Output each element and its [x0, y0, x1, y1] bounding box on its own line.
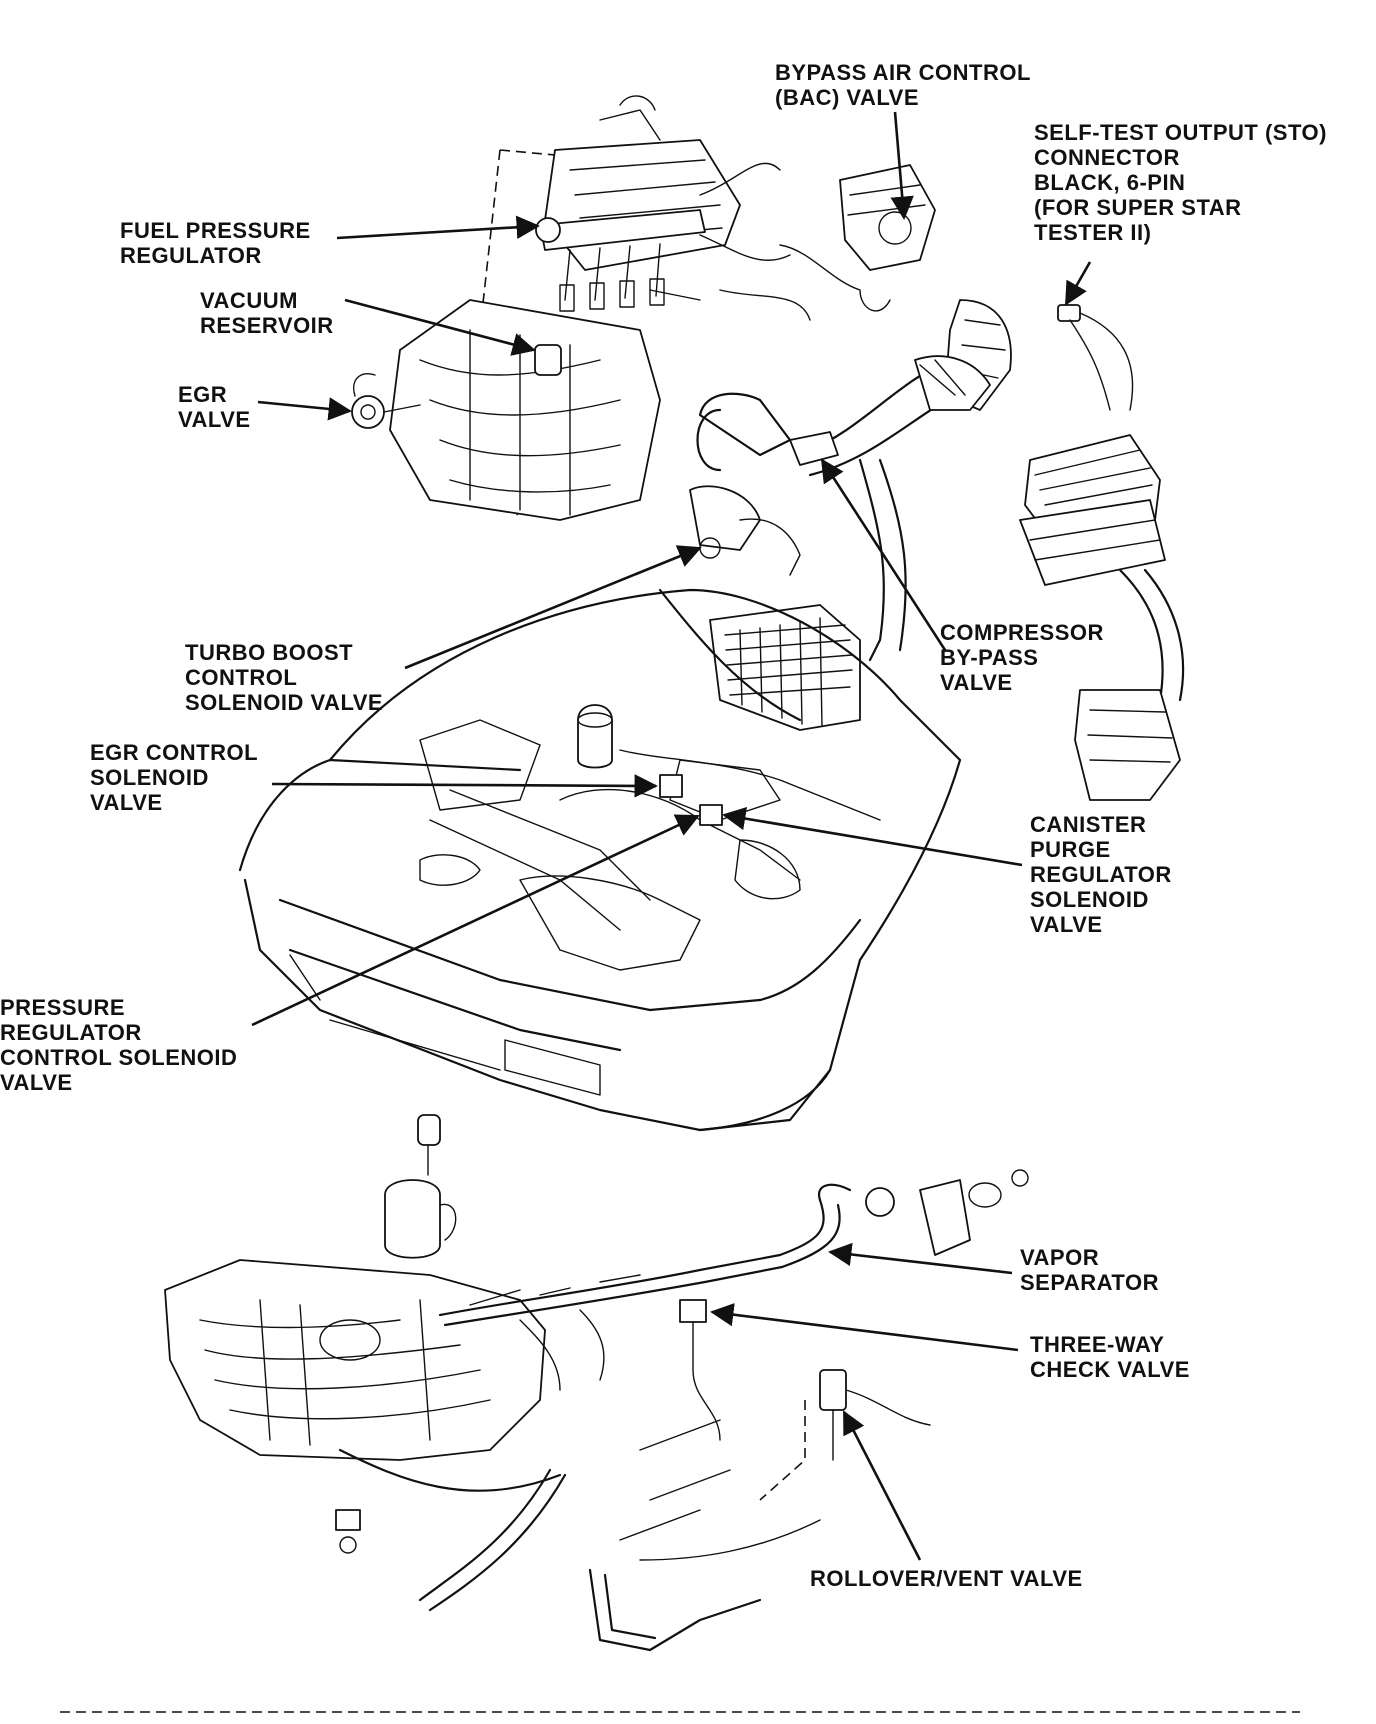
label-rollover-vent-valve: ROLLOVER/VENT VALVE	[810, 1566, 1083, 1591]
leader-fuel-pressure-regulator	[336, 215, 540, 240]
label-egr-control-solenoid: EGR CONTROL SOLENOID VALVE	[90, 740, 259, 815]
vehicle-body-outline	[238, 588, 962, 1132]
leader-three-way-check-valve	[710, 1303, 1019, 1352]
label-sto-connector: SELF-TEST OUTPUT (STO) CONNECTOR BLACK, …	[1034, 120, 1327, 245]
leader-lines	[251, 111, 1092, 1561]
label-bac-valve: BYPASS AIR CONTROL (BAC) VALVE	[775, 60, 1031, 110]
fuel-tank-illustration	[164, 1114, 1029, 1652]
label-turbo-boost-solenoid: TURBO BOOST CONTROL SOLENOID VALVE	[185, 640, 384, 715]
leader-compressor-bypass-valve	[820, 458, 947, 651]
leader-egr-valve	[257, 397, 352, 421]
leader-turbo-boost-solenoid	[404, 545, 702, 670]
engine-assembly-illustration	[351, 95, 1185, 801]
leader-egr-control-solenoid	[271, 774, 658, 798]
leader-vacuum-reservoir	[344, 298, 536, 356]
label-egr-valve: EGR VALVE	[178, 382, 251, 432]
leader-bac-valve	[890, 111, 914, 220]
leader-pressure-regulator-solenoid	[251, 814, 700, 1027]
label-pressure-regulator-solenoid: PRESSURE REGULATOR CONTROL SOLENOID VALV…	[0, 995, 238, 1095]
label-vapor-separator: VAPOR SEPARATOR	[1020, 1245, 1159, 1295]
label-compressor-bypass-valve: COMPRESSOR BY-PASS VALVE	[940, 620, 1104, 695]
leader-canister-purge-solenoid	[722, 807, 1023, 867]
leader-vapor-separator	[828, 1242, 1013, 1275]
label-vacuum-reservoir: VACUUM RESERVOIR	[200, 288, 334, 338]
leader-rollover-vent-valve	[842, 1410, 922, 1561]
leader-sto-connector	[1064, 261, 1092, 306]
label-three-way-check-valve: THREE-WAY CHECK VALVE	[1030, 1332, 1190, 1382]
label-fuel-pressure-regulator: FUEL PRESSURE REGULATOR	[120, 218, 311, 268]
label-canister-purge-solenoid: CANISTER PURGE REGULATOR SOLENOID VALVE	[1030, 812, 1172, 937]
